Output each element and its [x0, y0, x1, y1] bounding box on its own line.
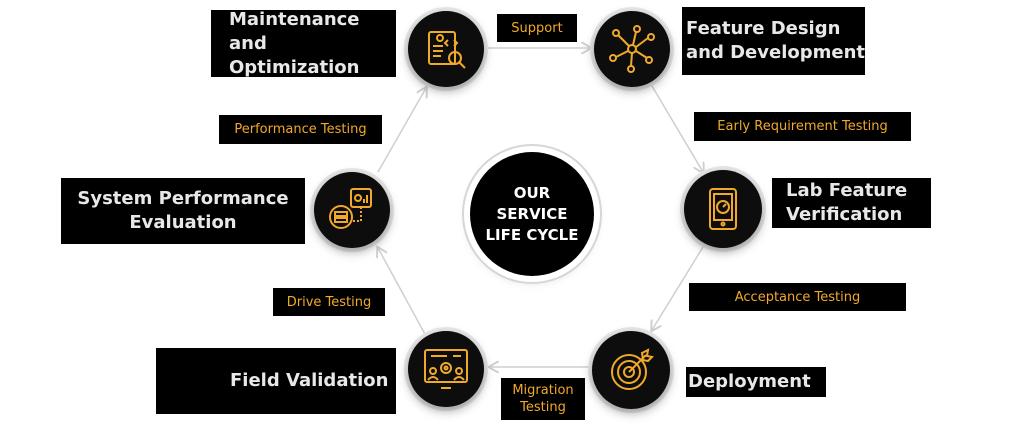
node-field-validation: [408, 331, 484, 407]
team-gear-board-icon: [424, 349, 468, 389]
connector-design-to-lab: [651, 85, 703, 172]
node-system-performance: [314, 172, 390, 248]
transition-label-support: Support: [497, 14, 577, 42]
connector-system-to-maintenance: [377, 88, 426, 173]
code-search-icon: [428, 31, 466, 69]
stage-title-deployment: Deployment: [686, 367, 826, 397]
stage-title-system-performance: System Performance Evaluation: [61, 178, 305, 244]
stage-title-lab-verification: Lab Feature Verification: [772, 178, 931, 228]
transition-label-migration: Migration Testing: [501, 378, 585, 420]
network-nodes-icon: [609, 25, 655, 73]
stage-title-feature-design: Feature Design and Development: [682, 7, 865, 75]
transition-label-performance: Performance Testing: [219, 115, 382, 144]
stage-title-maintenance: Maintenance and Optimization: [211, 9, 396, 78]
node-maintenance: [408, 11, 484, 87]
node-feature-design: [594, 11, 670, 87]
transition-label-drive: Drive Testing: [273, 288, 385, 316]
node-lab-verification: [684, 170, 762, 248]
stage-title-field-validation: Field Validation: [156, 348, 396, 414]
target-icon: [611, 348, 655, 390]
connector-field-to-system: [378, 248, 427, 337]
center-title: OUR SERVICE LIFE CYCLE: [485, 183, 579, 244]
center-circle: OUR SERVICE LIFE CYCLE: [470, 152, 594, 276]
transition-label-acceptance: Acceptance Testing: [689, 283, 906, 311]
connector-lab-to-deployment: [652, 246, 704, 330]
node-deployment: [592, 331, 670, 409]
tablet-gauge-icon: [709, 188, 737, 230]
analytics-server-icon: [329, 188, 372, 229]
transition-label-early-requirement: Early Requirement Testing: [694, 112, 911, 141]
